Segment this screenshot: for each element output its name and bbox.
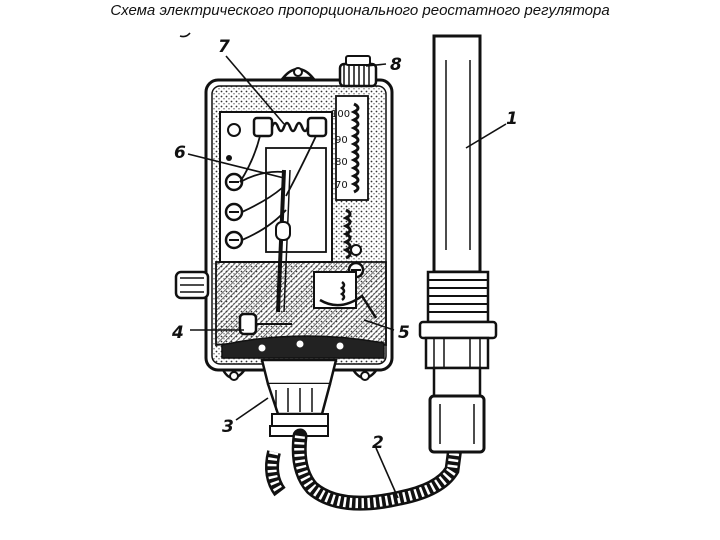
bellows-element xyxy=(238,312,292,336)
rheostat-scale: 100 90 80 70 xyxy=(331,95,369,279)
callout-4: 4 xyxy=(171,323,184,343)
bottom-union xyxy=(260,358,338,437)
callout-2: 2 xyxy=(372,433,384,453)
callout-6: 6 xyxy=(174,143,186,163)
scale-label-80: 80 xyxy=(335,157,348,168)
scale-label-90: 90 xyxy=(335,135,348,146)
terminal-screws xyxy=(224,123,244,250)
contact-block xyxy=(313,271,378,319)
lever-and-wires xyxy=(239,169,291,313)
callout-1: 1 xyxy=(506,109,518,129)
callout-3: 3 xyxy=(222,417,234,437)
callout-7: 7 xyxy=(218,37,230,57)
capillary-tube xyxy=(265,428,464,511)
callout-5: 5 xyxy=(398,323,410,343)
adjusting-knob xyxy=(338,55,378,88)
leader-lines xyxy=(179,32,507,499)
scale-label-70: 70 xyxy=(335,180,348,191)
scale-label-100: 100 xyxy=(331,109,350,120)
callout-8: 8 xyxy=(390,55,402,75)
diagram-title: Схема электрического пропорционального р… xyxy=(110,2,610,19)
thermal-bulb xyxy=(418,34,498,454)
